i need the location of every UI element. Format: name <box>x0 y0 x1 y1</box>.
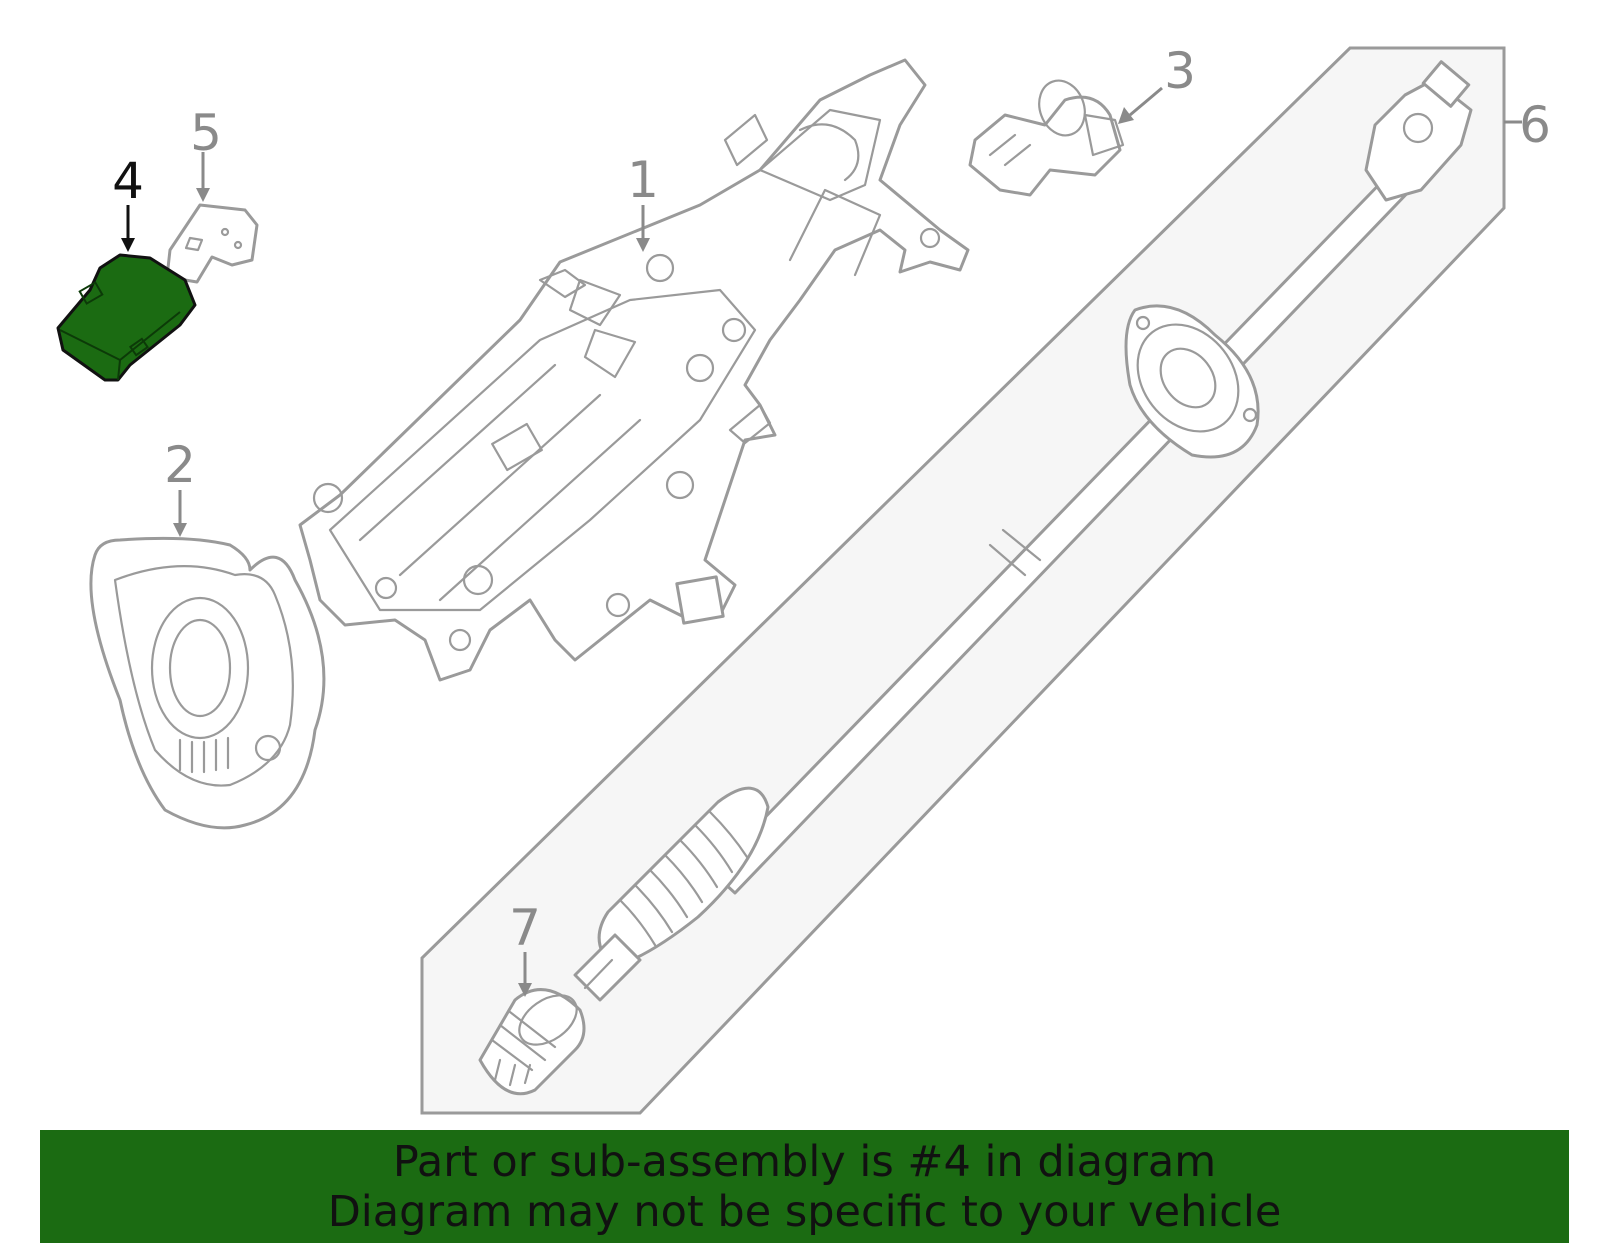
callout-6: 6 <box>1519 96 1551 154</box>
callout-arrows <box>121 86 1522 997</box>
callout-3: 3 <box>1164 42 1196 100</box>
callout-2: 2 <box>164 436 196 494</box>
banner-line-1: Part or sub-assembly is #4 in diagram <box>392 1136 1217 1187</box>
callout-1: 1 <box>627 151 659 209</box>
banner-line-2: Diagram may not be specific to your vehi… <box>327 1186 1282 1237</box>
part-5-bracket[interactable] <box>165 203 259 284</box>
info-banner: Part or sub-assembly is #4 in diagram Di… <box>40 1130 1569 1243</box>
part-1-steering-column[interactable] <box>298 58 970 682</box>
part-4-module-highlighted[interactable] <box>56 253 197 382</box>
part-6-intermediate-shaft[interactable] <box>420 46 1506 1115</box>
part-2-cover[interactable] <box>89 536 326 830</box>
callout-4: 4 <box>112 152 144 210</box>
part-3-sensor[interactable] <box>968 74 1125 197</box>
callout-5: 5 <box>190 104 222 162</box>
part-4-body <box>56 253 197 382</box>
callout-7: 7 <box>509 899 541 957</box>
part-7-boot[interactable] <box>478 985 586 1096</box>
